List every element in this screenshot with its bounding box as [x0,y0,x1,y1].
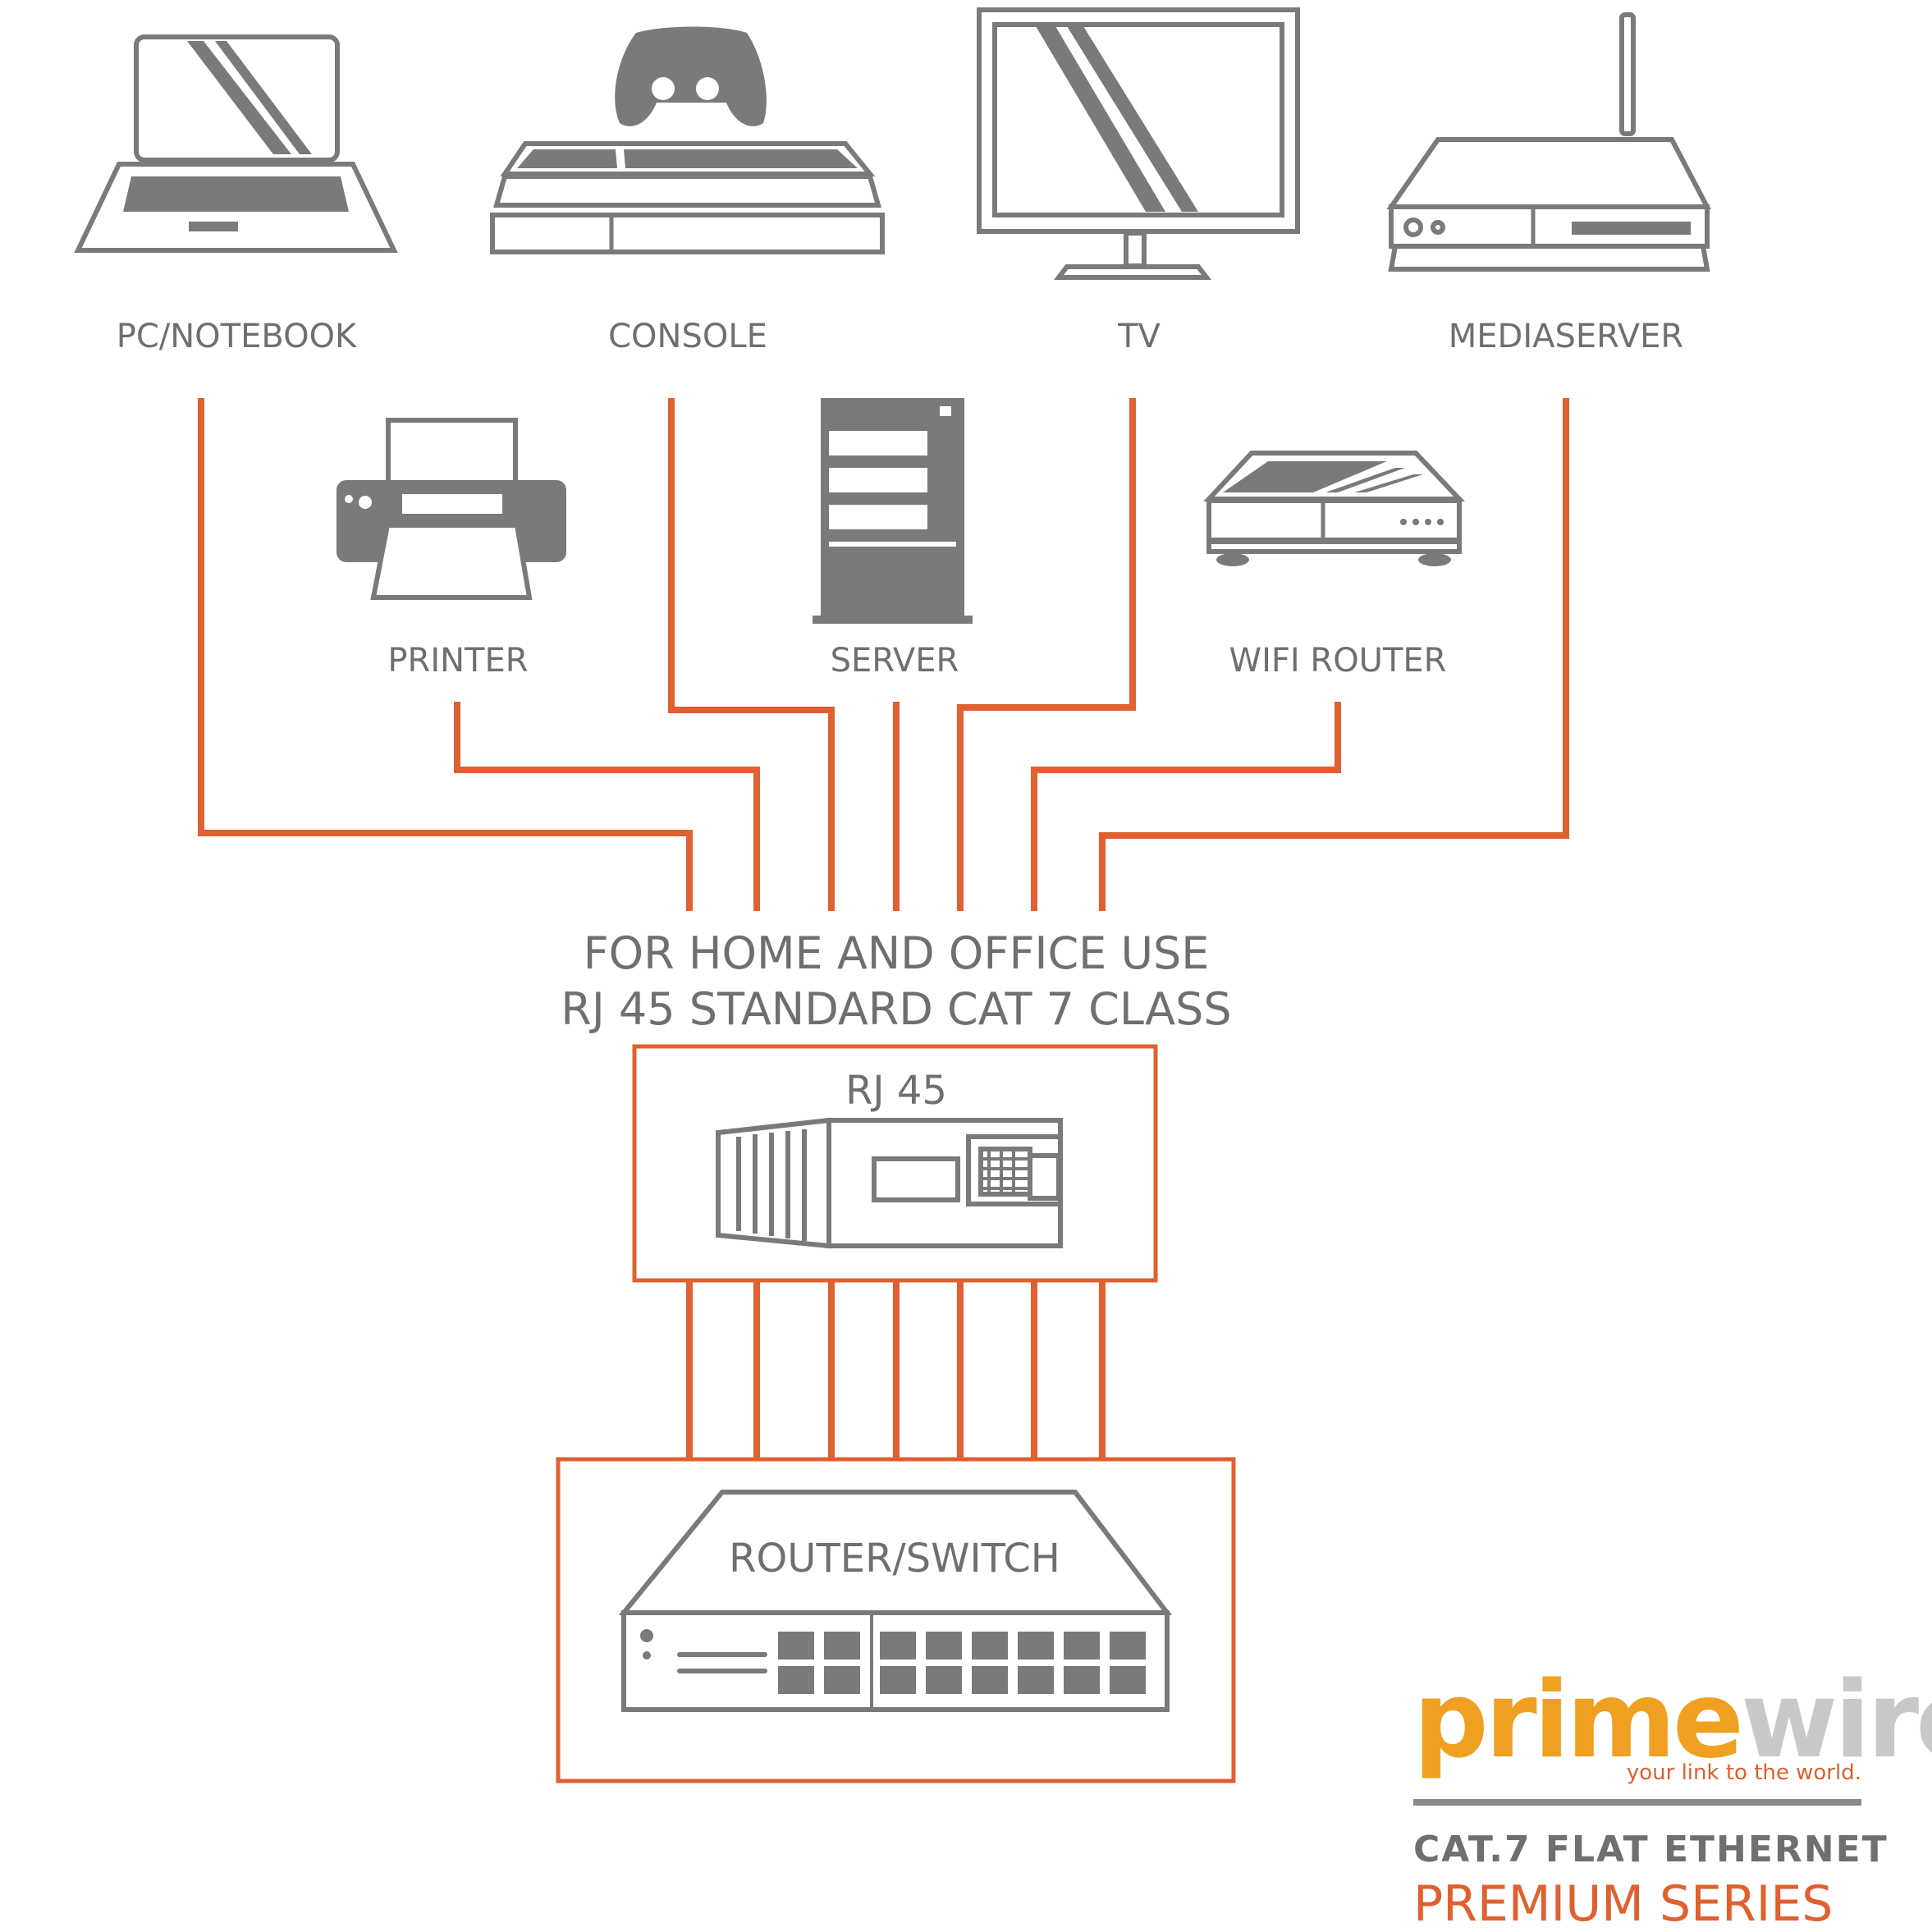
brand-divider [1413,1799,1861,1806]
router-switch-label: ROUTER/SWITCH [729,1536,1060,1582]
tv-icon [977,7,1300,280]
cable-console [668,398,835,911]
cable-wifi [1031,702,1341,911]
usage-line-1: FOR HOME AND OFFICE USE [584,927,1210,979]
rj45-label: RJ 45 [845,1068,947,1114]
game-console-icon [490,26,885,254]
switch-ports-right [880,1632,1146,1694]
label-mediaserver: MEDIASERVER [1449,318,1683,355]
laptop-icon [74,34,398,253]
upper-cables [198,398,1569,911]
router-switch-box [556,1457,1236,1783]
switch-led-row [677,1652,767,1673]
mediaserver-icon [1386,12,1711,272]
label-tv: TV [1117,318,1161,355]
label-server: SERVER [831,642,959,680]
brand-block: primewire your link to the world. CAT.7 … [1413,1660,1932,1932]
label-pc-notebook: PC/NOTEBOOK [117,318,358,355]
switch-ports-left [778,1632,860,1694]
product-line-2: PREMIUM SERIES [1413,1875,1833,1932]
network-switch-icon [618,1490,1173,1712]
cable-tv [957,398,1136,911]
cable-printer [454,702,760,911]
lower-cables [686,1280,1106,1459]
label-wifi-router: WIFI ROUTER [1229,642,1447,680]
usage-line-2: RJ 45 STANDARD CAT 7 CLASS [561,983,1231,1035]
cable-mediaserver [1099,398,1569,911]
rj45-plug-icon [716,1117,1063,1249]
wifi-router-icon [1203,451,1465,566]
product-line-1: CAT.7 FLAT ETHERNET [1413,1829,1889,1870]
printer-icon [336,418,566,600]
logo-prime: primewire [1413,1660,1932,1782]
logo-tagline: your link to the world. [1627,1760,1861,1785]
label-console: CONSOLE [608,318,767,355]
label-printer: PRINTER [387,642,528,680]
server-rack-icon [813,398,973,624]
cable-pc [198,398,693,911]
